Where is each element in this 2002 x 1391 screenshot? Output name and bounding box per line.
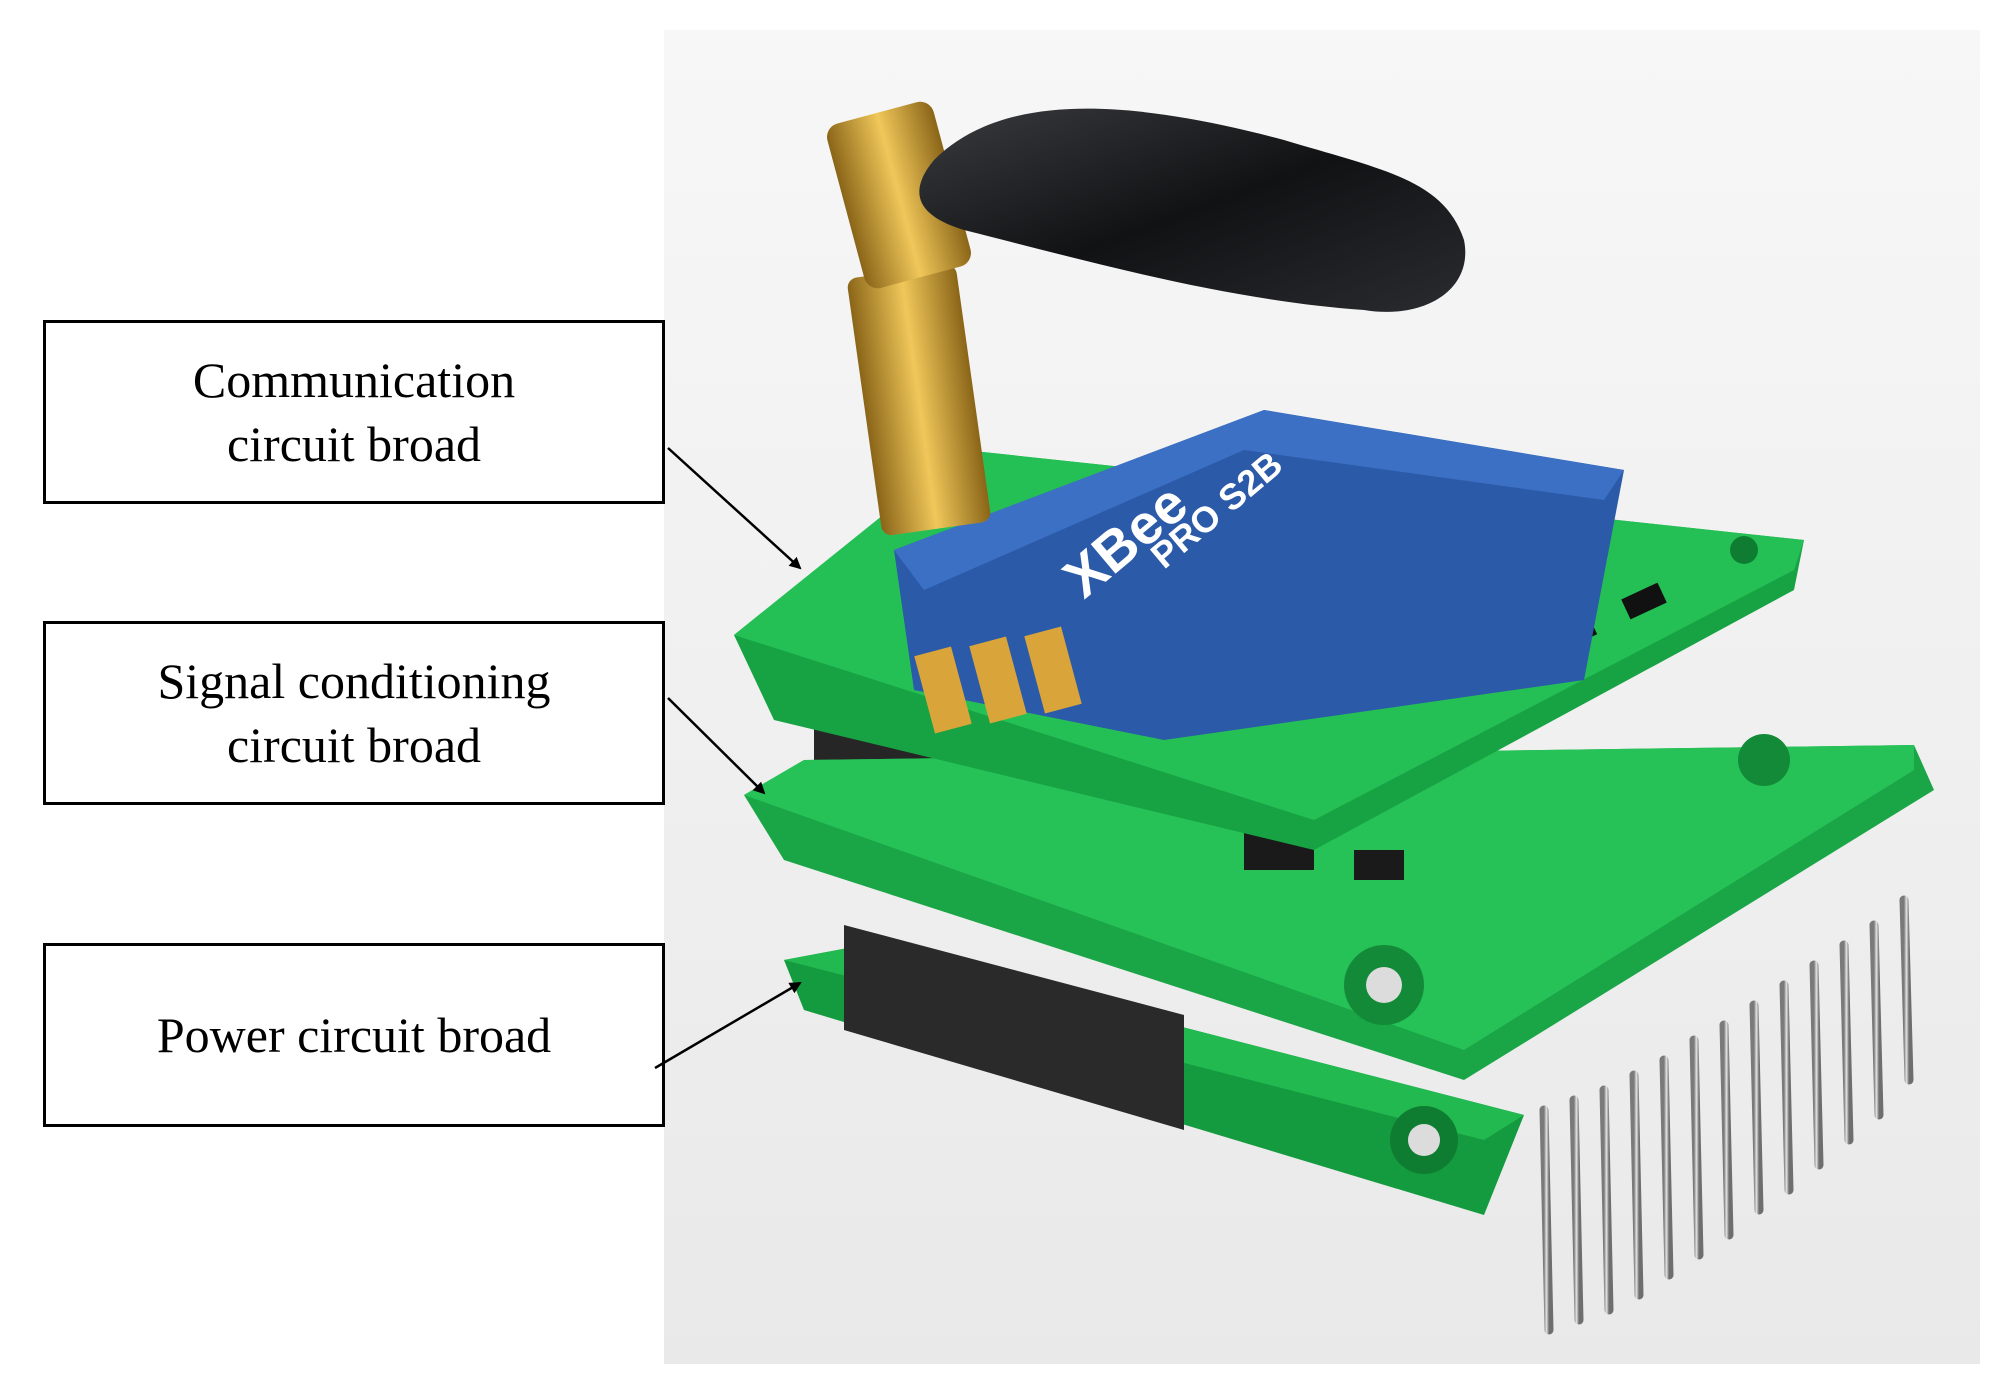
communication-arrow (667, 447, 802, 570)
power-arrow (654, 981, 802, 1070)
power-label-line1: Power circuit broad (156, 1007, 552, 1063)
antenna (919, 108, 1466, 312)
communication-label-line1: Communication (192, 352, 516, 408)
communication-board-label: Communication circuit broad (43, 320, 665, 504)
antenna-connector (827, 101, 991, 536)
circuit-board-photo: XBee PRO S2B (664, 30, 1980, 1364)
stacking-pins (840, 790, 1148, 970)
xbee-module: XBee PRO S2B (894, 410, 1624, 740)
signal-arrow (667, 697, 766, 795)
pin-header-array (1539, 895, 1914, 1335)
communication-label-line2: circuit broad (226, 416, 482, 472)
signal-board (744, 734, 1934, 1080)
signal-label-line1: Signal conditioning (157, 653, 551, 709)
power-board-label: Power circuit broad (43, 943, 665, 1127)
signal-board-label: Signal conditioning circuit broad (43, 621, 665, 805)
signal-label-line2: circuit broad (226, 717, 482, 773)
